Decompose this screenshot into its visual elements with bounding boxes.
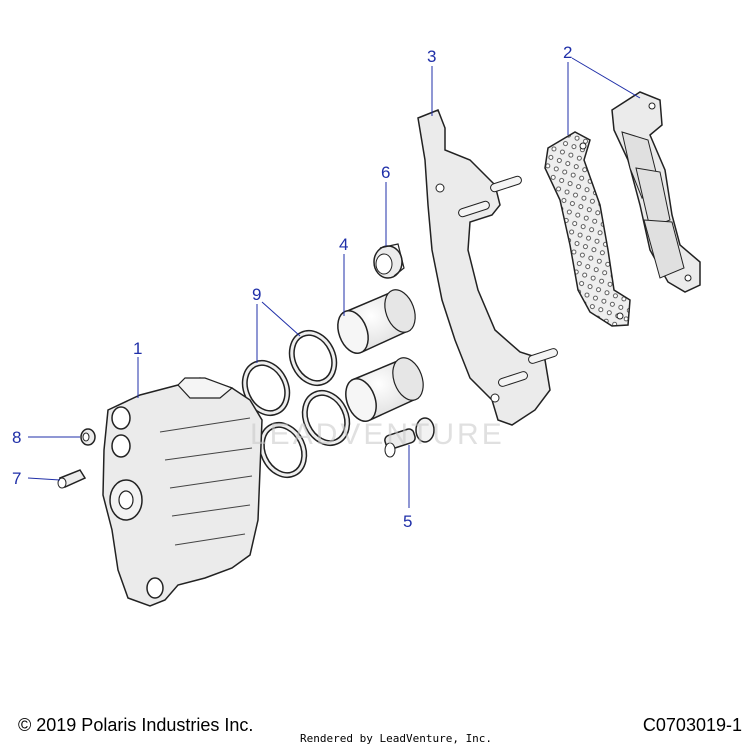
callout-2: 2 <box>563 43 573 62</box>
guide-pin <box>384 417 435 458</box>
rendered-by-text: Rendered by LeadVenture, Inc. <box>300 732 493 745</box>
piston-upper <box>337 289 416 354</box>
copyright-text: © 2019 Polaris Industries Inc. <box>18 715 254 735</box>
callout-3: 3 <box>427 47 437 66</box>
caliper-body <box>102 377 263 607</box>
seal-rings <box>241 329 351 479</box>
callout-5: 5 <box>403 512 413 531</box>
callout-9: 9 <box>252 285 262 304</box>
callout-1: 1 <box>133 339 143 358</box>
callout-8: 8 <box>12 428 22 447</box>
bleeder-screw <box>57 469 87 489</box>
piston-lower <box>345 357 424 422</box>
fitting-cap <box>80 428 96 446</box>
callout-7: 7 <box>12 469 22 488</box>
callout-6: 6 <box>381 163 391 182</box>
callout-4: 4 <box>339 235 349 254</box>
diagram-code: C0703019-1 <box>642 715 742 735</box>
watermark-text: LEADVENTURE <box>250 418 505 451</box>
boot-seal <box>373 243 405 279</box>
brake-pad-perforated <box>544 131 631 327</box>
brake-pad-plain <box>611 91 701 293</box>
caliper-bracket <box>417 109 558 426</box>
leader-lines <box>27 57 641 508</box>
